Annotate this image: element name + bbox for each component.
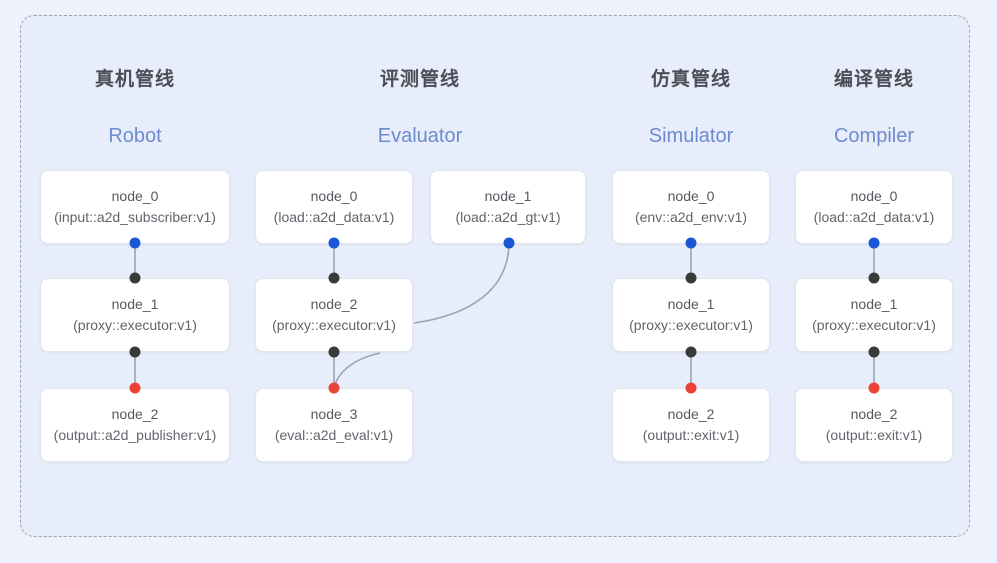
node-title: node_2: [111, 406, 159, 423]
node-simulator-node-0[interactable]: node_0 (env::a2d_env:v1): [612, 170, 770, 244]
node-title: node_0: [667, 188, 715, 205]
node-title: node_0: [111, 188, 159, 205]
port-evaluator-node-1-output[interactable]: [503, 237, 515, 249]
column-subheader-robot: Robot: [40, 125, 230, 148]
column-subheader-simulator-label: Simulator: [648, 125, 734, 147]
node-title: node_1: [484, 188, 532, 205]
node-subtitle: (load::a2d_data:v1): [273, 209, 395, 225]
node-subtitle: (load::a2d_data:v1): [813, 209, 935, 225]
node-title: node_1: [850, 296, 898, 313]
port-robot-node-1-output[interactable]: [129, 346, 141, 358]
node-robot-node-2[interactable]: node_2 (output::a2d_publisher:v1): [40, 388, 230, 462]
port-compiler-node-1-input[interactable]: [868, 272, 880, 284]
node-evaluator-node-0[interactable]: node_0 (load::a2d_data:v1): [255, 170, 413, 244]
column-header-evaluator-label: 评测管线: [379, 69, 460, 90]
column-subheader-evaluator: Evaluator: [325, 125, 515, 148]
port-simulator-node-1-input[interactable]: [685, 272, 697, 284]
node-subtitle: (proxy::executor:v1): [73, 317, 197, 333]
column-header-compiler: 编译管线: [779, 64, 969, 91]
column-header-compiler-label: 编译管线: [833, 69, 914, 90]
node-subtitle: (input::a2d_subscriber:v1): [54, 209, 216, 225]
port-simulator-node-0-output[interactable]: [685, 237, 697, 249]
port-evaluator-node-2-output[interactable]: [328, 346, 340, 358]
node-compiler-node-2[interactable]: node_2 (output::exit:v1): [795, 388, 953, 462]
node-title: node_2: [850, 406, 898, 423]
port-simulator-node-2-input[interactable]: [685, 382, 697, 394]
column-subheader-compiler: Compiler: [779, 125, 969, 148]
port-evaluator-node-0-output[interactable]: [328, 237, 340, 249]
column-header-evaluator: 评测管线: [325, 64, 515, 91]
node-title: node_1: [111, 296, 159, 313]
port-robot-node-1-input[interactable]: [129, 272, 141, 284]
column-subheader-evaluator-label: Evaluator: [377, 125, 463, 147]
port-simulator-node-1-output[interactable]: [685, 346, 697, 358]
node-subtitle: (proxy::executor:v1): [812, 317, 936, 333]
column-header-simulator: 仿真管线: [596, 64, 786, 91]
port-evaluator-node-3-input[interactable]: [328, 382, 340, 394]
column-subheader-robot-label: Robot: [108, 125, 162, 147]
port-robot-node-2-input[interactable]: [129, 382, 141, 394]
port-compiler-node-1-output[interactable]: [868, 346, 880, 358]
node-evaluator-node-3[interactable]: node_3 (eval::a2d_eval:v1): [255, 388, 413, 462]
node-title: node_1: [667, 296, 715, 313]
node-compiler-node-1[interactable]: node_1 (proxy::executor:v1): [795, 278, 953, 352]
node-subtitle: (load::a2d_gt:v1): [455, 209, 561, 225]
column-header-simulator-label: 仿真管线: [650, 69, 731, 90]
node-subtitle: (proxy::executor:v1): [629, 317, 753, 333]
node-subtitle: (output::a2d_publisher:v1): [53, 427, 217, 443]
node-title: node_0: [310, 188, 358, 205]
port-compiler-node-0-output[interactable]: [868, 237, 880, 249]
node-subtitle: (output::exit:v1): [825, 427, 923, 443]
node-evaluator-node-2[interactable]: node_2 (proxy::executor:v1): [255, 278, 413, 352]
node-title: node_3: [310, 406, 358, 423]
port-compiler-node-2-input[interactable]: [868, 382, 880, 394]
column-header-robot: 真机管线: [40, 64, 230, 91]
column-subheader-simulator: Simulator: [596, 125, 786, 148]
node-robot-node-0[interactable]: node_0 (input::a2d_subscriber:v1): [40, 170, 230, 244]
column-header-robot-label: 真机管线: [94, 69, 175, 90]
node-subtitle: (eval::a2d_eval:v1): [274, 427, 394, 443]
node-title: node_2: [667, 406, 715, 423]
node-simulator-node-2[interactable]: node_2 (output::exit:v1): [612, 388, 770, 462]
port-evaluator-node-2-input[interactable]: [328, 272, 340, 284]
column-subheader-compiler-label: Compiler: [833, 125, 915, 147]
node-subtitle: (proxy::executor:v1): [272, 317, 396, 333]
node-title: node_2: [310, 296, 358, 313]
node-subtitle: (output::exit:v1): [642, 427, 740, 443]
node-simulator-node-1[interactable]: node_1 (proxy::executor:v1): [612, 278, 770, 352]
node-robot-node-1[interactable]: node_1 (proxy::executor:v1): [40, 278, 230, 352]
node-evaluator-node-1[interactable]: node_1 (load::a2d_gt:v1): [430, 170, 586, 244]
node-compiler-node-0[interactable]: node_0 (load::a2d_data:v1): [795, 170, 953, 244]
node-title: node_0: [850, 188, 898, 205]
node-subtitle: (env::a2d_env:v1): [634, 209, 748, 225]
port-robot-node-0-output[interactable]: [129, 237, 141, 249]
